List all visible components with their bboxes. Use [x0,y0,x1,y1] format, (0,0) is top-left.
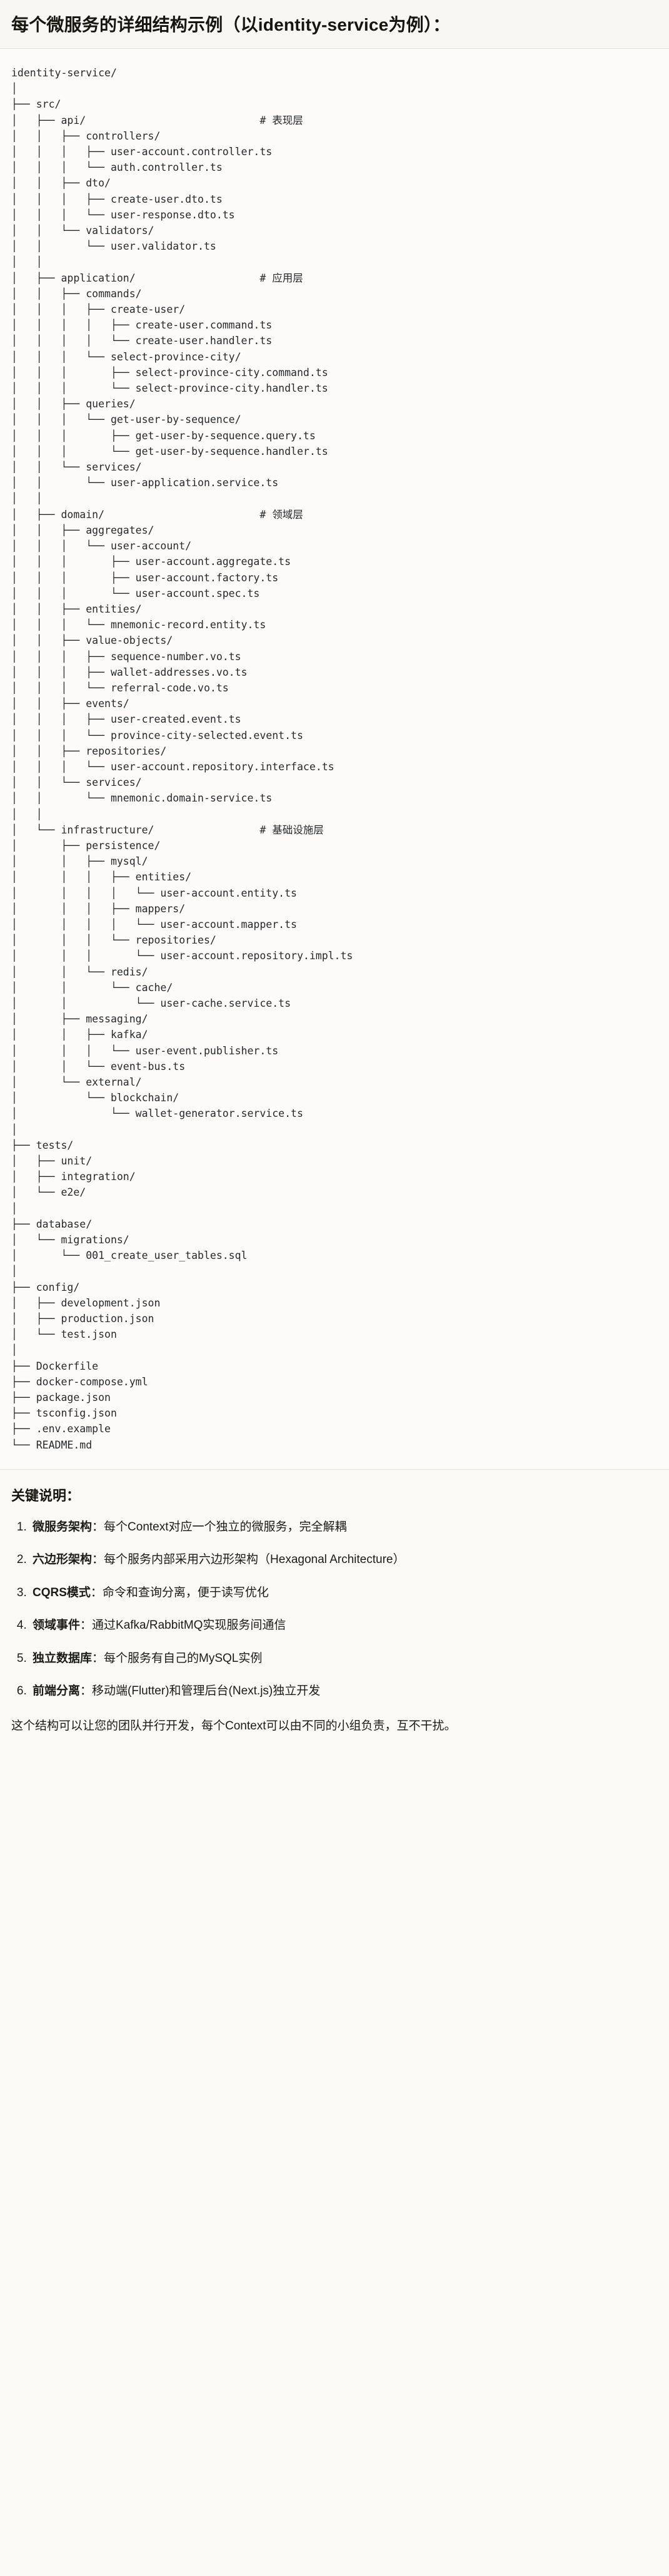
list-item: 领域事件：通过Kafka/RabbitMQ实现服务间通信 [30,1617,658,1635]
directory-tree-section: identity-service/ │ ├── src/ │ ├── api/ … [0,49,669,1470]
list-item: 六边形架构：每个服务内部采用六边形架构（Hexagonal Architectu… [30,1551,658,1569]
directory-tree: identity-service/ │ ├── src/ │ ├── api/ … [11,67,353,1451]
note-term: 六边形架构 [33,1553,93,1567]
note-term: 前端分离 [33,1684,81,1698]
note-term: CQRS模式 [33,1586,91,1599]
list-item: 前端分离：移动端(Flutter)和管理后台(Next.js)独立开发 [30,1683,658,1701]
key-notes-heading: 关键说明： [11,1487,81,1504]
note-separator: ： [92,1553,104,1567]
note-term: 独立数据库 [33,1651,93,1665]
note-description: 通过Kafka/RabbitMQ实现服务间通信 [92,1619,286,1632]
document-page: 每个微服务的详细结构示例（以identity-service为例）： ident… [0,0,669,1751]
note-term: 微服务架构 [33,1520,93,1534]
closing-note: 这个结构可以让您的团队并行开发，每个Context可以由不同的小组负责，互不干扰… [11,1719,456,1733]
note-separator: ： [92,1651,104,1665]
list-item: 独立数据库：每个服务有自己的MySQL实例 [30,1650,658,1668]
note-description: 每个服务内部采用六边形架构（Hexagonal Architecture） [104,1553,405,1567]
note-separator: ： [80,1684,93,1698]
key-notes-list: 微服务架构：每个Context对应一个独立的微服务，完全解耦 六边形架构：每个服… [11,1519,658,1701]
key-notes-section: 关键说明： 微服务架构：每个Context对应一个独立的微服务，完全解耦 六边形… [0,1469,669,1752]
note-separator: ： [80,1619,93,1632]
note-separator: ： [92,1520,104,1534]
list-item: 微服务架构：每个Context对应一个独立的微服务，完全解耦 [30,1519,658,1537]
note-description: 每个服务有自己的MySQL实例 [104,1651,263,1665]
note-separator: ： [90,1586,103,1599]
page-title: 每个微服务的详细结构示例（以identity-service为例）： [11,15,451,34]
note-description: 命令和查询分离，便于读写优化 [102,1586,269,1599]
note-term: 领域事件 [33,1619,81,1632]
list-item: CQRS模式：命令和查询分离，便于读写优化 [30,1584,658,1602]
note-description: 移动端(Flutter)和管理后台(Next.js)独立开发 [92,1684,321,1698]
title-section: 每个微服务的详细结构示例（以identity-service为例）： [0,0,669,49]
note-description: 每个Context对应一个独立的微服务，完全解耦 [104,1520,347,1534]
